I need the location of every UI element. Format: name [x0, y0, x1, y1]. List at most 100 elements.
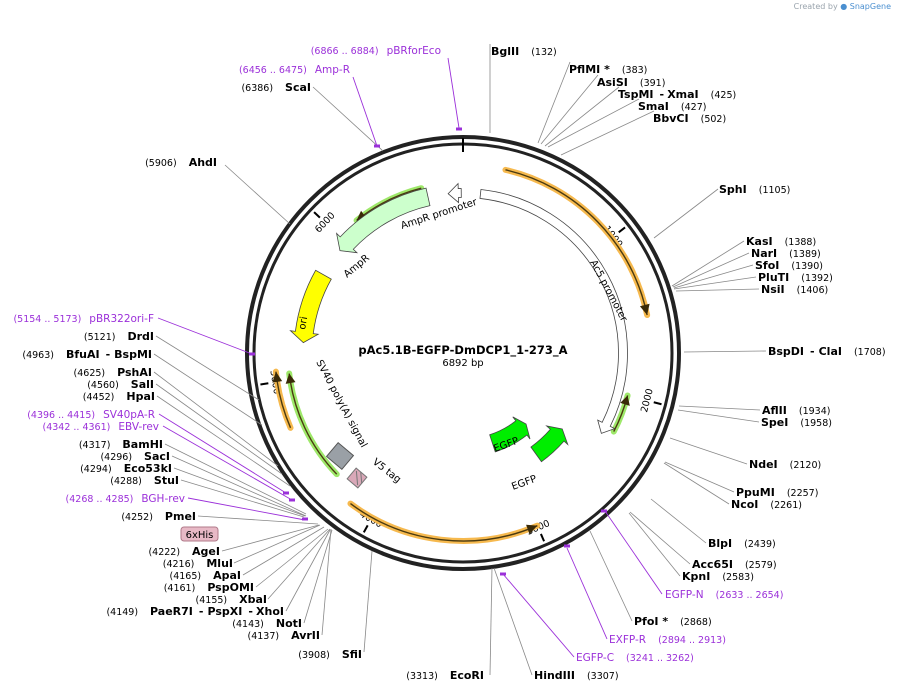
enzyme-smai[interactable]: SmaI(427) [638, 100, 706, 113]
enzyme-bglii[interactable]: BglII(132) [491, 45, 557, 58]
enzyme-pmei[interactable]: (4252)PmeI [121, 510, 196, 523]
leader-line [267, 528, 331, 600]
enzyme-scai[interactable]: (6386)ScaI [241, 81, 311, 94]
enzyme-pflmi[interactable]: PflMI *(383) [569, 63, 647, 76]
primer-site-mark [500, 572, 506, 576]
enzyme-avrii[interactable]: (4137)AvrII [248, 629, 321, 642]
primer-amp-r[interactable]: (6456 .. 6475)Amp-R [239, 64, 350, 76]
enzyme-kasi[interactable]: KasI(1388) [746, 235, 816, 248]
label-ori: ori [297, 316, 310, 331]
enzyme-saci[interactable]: (4296)SacI [100, 450, 170, 463]
leader-line [650, 498, 707, 544]
tick-3000 [539, 533, 545, 542]
enzyme-mlui[interactable]: (4216)MluI [163, 557, 233, 570]
primer-leader-line [447, 57, 460, 129]
leader-line [673, 264, 754, 289]
primer-leader-line [352, 76, 378, 147]
primer-exfp-r[interactable]: EXFP-R(2894 .. 2913) [609, 634, 726, 646]
enzyme-ncoi[interactable]: NcoI(2261) [731, 498, 802, 511]
enzyme-sfoi[interactable]: SfoI(1390) [755, 259, 823, 272]
leader-line [629, 511, 691, 565]
primer-sv40pa-r[interactable]: (4396 .. 4415)SV40pA-R [27, 409, 155, 421]
primer-pbrforeco[interactable]: (6866 .. 6884)pBRforEco [311, 45, 441, 57]
enzyme-pspomi[interactable]: (4161)PspOMI [164, 581, 254, 594]
leader-line [303, 529, 333, 624]
leader-line [540, 74, 599, 145]
credit-brand: SnapGene [849, 2, 891, 11]
leader-line [664, 461, 735, 493]
label-egfp-2: EGFP [510, 474, 538, 493]
enzyme-sali[interactable]: (4560)SalI [87, 378, 154, 391]
enzyme-pfoi[interactable]: PfoI *(2868) [634, 615, 712, 628]
primer-egfp-n[interactable]: EGFP-N(2633 .. 2654) [665, 589, 783, 601]
label-v5-tag: V5 tag [370, 457, 403, 486]
enzyme-ndei[interactable]: NdeI(2120) [749, 458, 821, 471]
enzyme-sphi[interactable]: SphI(1105) [719, 183, 790, 196]
primer-egfp-c[interactable]: EGFP-C(3241 .. 3262) [576, 652, 694, 664]
label-ac5-promoter: Ac5 promoter [587, 258, 629, 324]
enzyme-blpi[interactable]: BlpI(2439) [708, 537, 776, 550]
leader-line [221, 524, 320, 552]
leader-line [683, 350, 767, 353]
enzyme-xbai[interactable]: (4155)XbaI [196, 593, 267, 606]
primer-leader-line [157, 317, 253, 355]
enzyme-stui[interactable]: (4288)StuI [110, 474, 179, 487]
enzyme-spei[interactable]: SpeI(1958) [761, 416, 832, 429]
orf-left-orange-arrowhead [272, 371, 283, 383]
leader-line [321, 528, 332, 636]
feature-group [289, 182, 628, 463]
leader-line [255, 528, 329, 588]
orf-left-green-line [288, 373, 338, 475]
feature-ampr [335, 187, 431, 254]
enzyme-hindiii[interactable]: HindIII(3307) [534, 669, 619, 682]
enzyme-drdi[interactable]: (5121)DrdI [84, 330, 154, 343]
enzyme-pshai[interactable]: (4625)PshAI [74, 366, 152, 379]
enzyme-acc65i[interactable]: Acc65I(2579) [692, 558, 777, 571]
enzyme-tspmi-xmai[interactable]: TspMI-XmaI(425) [618, 88, 736, 101]
leader-line [285, 529, 331, 612]
enzyme-bamhi[interactable]: (4317)BamHI [79, 438, 163, 451]
leader-line [560, 110, 655, 156]
leader-line [173, 467, 306, 517]
leader-line [493, 567, 533, 676]
label-sv40-polya: SV40 poly(A) signal [313, 358, 369, 449]
primer-pbr322ori-f[interactable]: (5154 .. 5173)pBR322ori-F [13, 313, 154, 325]
enzyme-bbvci[interactable]: BbvCI(502) [653, 112, 726, 125]
primer-site-mark [302, 517, 308, 521]
enzyme-bfuai-bspmi[interactable]: (4963)BfuAI-BspMI [22, 348, 152, 361]
tick-5000 [260, 382, 269, 386]
enzyme-eco53ki[interactable]: (4294)Eco53kI [80, 462, 172, 475]
leader-line [663, 462, 730, 505]
snapgene-credit: Created by ● SnapGene [794, 2, 891, 11]
enzyme-apai[interactable]: (4165)ApaI [170, 569, 242, 582]
enzyme-sfii[interactable]: (3908)SfiI [298, 648, 362, 661]
enzyme-bspdi-clai[interactable]: BspDI-ClaI(1708) [768, 345, 886, 358]
enzyme-noti[interactable]: (4143)NotI [232, 617, 302, 630]
enzyme-agei[interactable]: (4222)AgeI [148, 545, 220, 558]
enzyme-ppumi[interactable]: PpuMI(2257) [736, 486, 818, 499]
primer-site-mark [249, 352, 255, 356]
enzyme-aflii[interactable]: AflII(1934) [762, 404, 830, 417]
leader-line [156, 395, 291, 487]
primer-ebv-rev[interactable]: (4342 .. 4361)EBV-rev [43, 421, 160, 433]
primer-bgh-rev[interactable]: (4268 .. 4285)BGH-rev [66, 493, 185, 505]
leader-line [153, 371, 279, 467]
primer-site-mark [601, 509, 607, 513]
orf-ac5-right-line [505, 169, 648, 316]
leader-line [673, 276, 757, 290]
tag-6xhis-box [180, 526, 219, 542]
primer-leader-line [158, 413, 287, 494]
leader-line [653, 188, 719, 239]
enzyme-ecori[interactable]: (3313)EcoRI [406, 669, 484, 682]
enzyme-kpni[interactable]: KpnI(2583) [682, 570, 754, 583]
enzyme-pluti[interactable]: PluTI(1392) [758, 271, 833, 284]
enzyme-nsii[interactable]: NsiI(1406) [761, 283, 828, 296]
enzyme-paer7i-pspxi-xhoi[interactable]: (4149)PaeR7I-PspXI-XhoI [106, 605, 284, 618]
leader-line [544, 86, 620, 147]
enzyme-nari[interactable]: NarI(1389) [751, 247, 821, 260]
enzyme-hpai[interactable]: (4452)HpaI [83, 390, 155, 403]
enzyme-ahdi[interactable]: (5906)AhdI [145, 156, 217, 169]
leader-line [678, 405, 761, 411]
enzyme-asisi[interactable]: AsiSI(391) [597, 76, 665, 89]
leader-line-group [153, 44, 767, 676]
